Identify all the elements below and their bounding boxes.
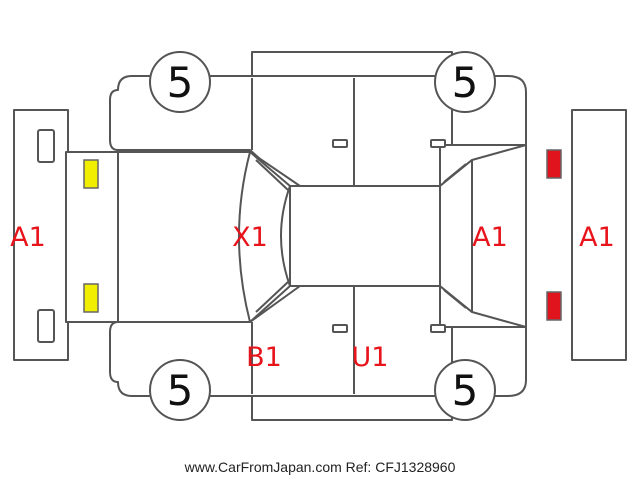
footer-reference: www.CarFromJapan.com Ref: CFJ1328960	[184, 459, 456, 475]
tire-front-right: 5	[149, 359, 211, 421]
code-rear-door-left: U1	[352, 342, 389, 373]
code-front-bumper: A1	[10, 222, 46, 253]
code-rear-window: A1	[472, 222, 508, 253]
tire-front-left: 5	[149, 51, 211, 113]
front-lamp-upper	[83, 159, 99, 189]
rear-lamp-lower	[546, 291, 562, 321]
front-lamp-lower	[83, 283, 99, 313]
front-bumper	[13, 109, 69, 361]
rear-lamp-upper	[546, 149, 562, 179]
tire-rear-left-rating: 5	[452, 58, 479, 107]
tire-front-right-rating: 5	[167, 366, 194, 415]
code-rear-bumper: A1	[579, 222, 615, 253]
tire-front-left-rating: 5	[167, 58, 194, 107]
tire-rear-right: 5	[434, 359, 496, 421]
rear-bumper	[571, 109, 627, 361]
body-top-view	[65, 144, 527, 328]
tire-rear-right-rating: 5	[452, 366, 479, 415]
code-front-door-left: B1	[246, 342, 282, 373]
tire-rear-left: 5	[434, 51, 496, 113]
code-windshield: X1	[232, 222, 268, 253]
